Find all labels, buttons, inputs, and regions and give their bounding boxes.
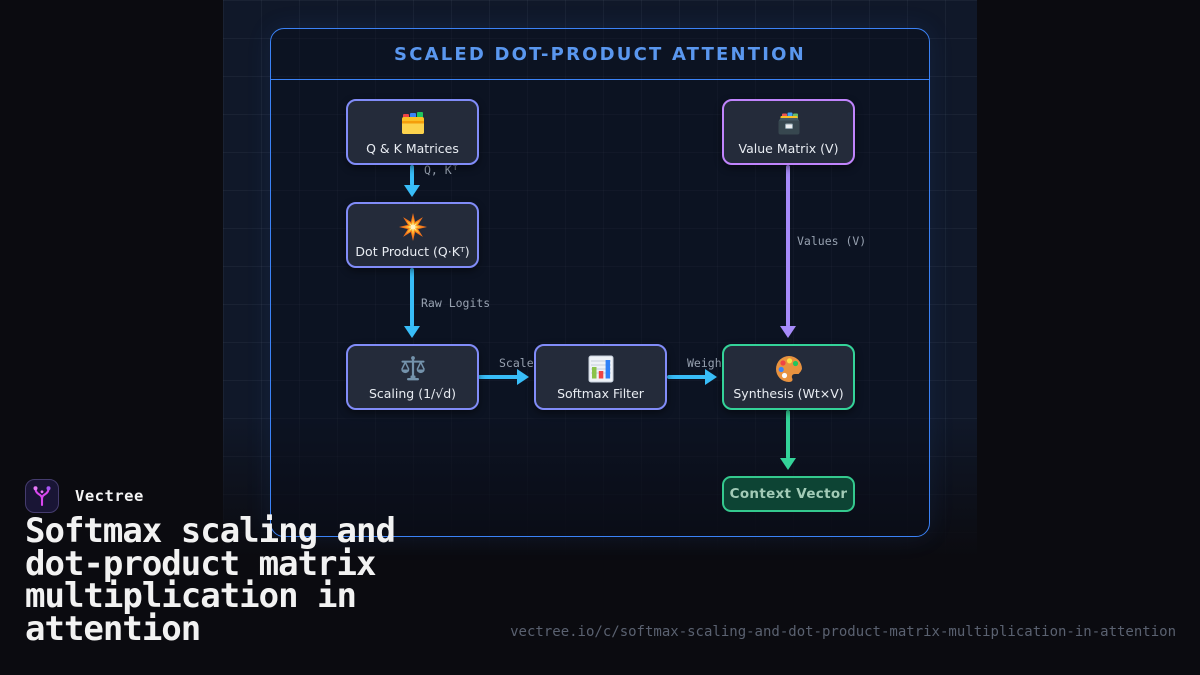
brand-name: Vectree — [75, 487, 144, 505]
diagram-title: SCALED DOT-PRODUCT ATTENTION — [394, 43, 806, 65]
node-qk-matrices: Q & K Matrices — [346, 99, 479, 165]
node-softmax-filter: Softmax Filter — [534, 344, 667, 410]
arrowhead-softmax-to-synthesis — [705, 369, 717, 385]
node-dot-product: Dot Product (Q·Kᵀ) — [346, 202, 479, 268]
edge-label-qk: Q, Kᵀ — [424, 163, 459, 177]
node-scaling: Scaling (1/√d) — [346, 344, 479, 410]
edge-value-to-synthesis — [786, 165, 790, 327]
node-label: Context Vector — [729, 486, 848, 502]
card-url: vectree.io/c/softmax-scaling-and-dot-pro… — [510, 624, 1176, 640]
node-value-matrix: Value Matrix (V) — [722, 99, 855, 165]
card-title-line: dot-product matrix — [25, 543, 376, 584]
node-label: Synthesis (Wt×V) — [733, 385, 844, 401]
edge-label-scaled: Scaled — [499, 356, 541, 370]
vectree-logo-icon — [25, 479, 59, 513]
node-synthesis: Synthesis (Wt×V) — [722, 344, 855, 410]
diagram-header: SCALED DOT-PRODUCT ATTENTION — [271, 29, 929, 80]
edge-dot-to-scaling — [410, 268, 414, 327]
card-title-line: attention — [25, 608, 201, 649]
arrowhead-scaling-to-softmax — [517, 369, 529, 385]
card-title: Softmax scaling and dot-product matrix m… — [25, 511, 396, 649]
edge-qk-to-dot — [410, 165, 414, 186]
node-label: Value Matrix (V) — [738, 140, 839, 156]
edge-synthesis-to-context — [786, 410, 790, 459]
arrowhead-dot-to-scaling — [404, 326, 420, 338]
node-label: Softmax Filter — [557, 385, 644, 401]
edge-softmax-to-synthesis — [667, 375, 707, 379]
collision-icon — [398, 212, 428, 242]
node-label: Dot Product (Q·Kᵀ) — [355, 243, 470, 259]
node-context-vector: Context Vector — [722, 476, 855, 512]
edge-label-raw-logits: Raw Logits — [421, 296, 491, 310]
edge-scaling-to-softmax — [478, 375, 519, 379]
arrowhead-qk-to-dot — [404, 185, 420, 197]
card-index-dividers-icon — [398, 109, 428, 139]
bar-chart-icon — [586, 354, 616, 384]
node-label: Scaling (1/√d) — [368, 385, 457, 401]
arrowhead-synthesis-to-context — [780, 458, 796, 470]
arrowhead-value-to-synthesis — [780, 326, 796, 338]
balance-scale-icon — [398, 354, 428, 384]
card-file-box-icon — [774, 109, 804, 139]
artist-palette-icon — [774, 354, 804, 384]
card-title-line: Softmax scaling and — [25, 511, 396, 551]
edge-label-values: Values (V) — [797, 234, 867, 248]
node-label: Q & K Matrices — [366, 140, 459, 156]
card-title-line: multiplication in — [25, 576, 357, 616]
